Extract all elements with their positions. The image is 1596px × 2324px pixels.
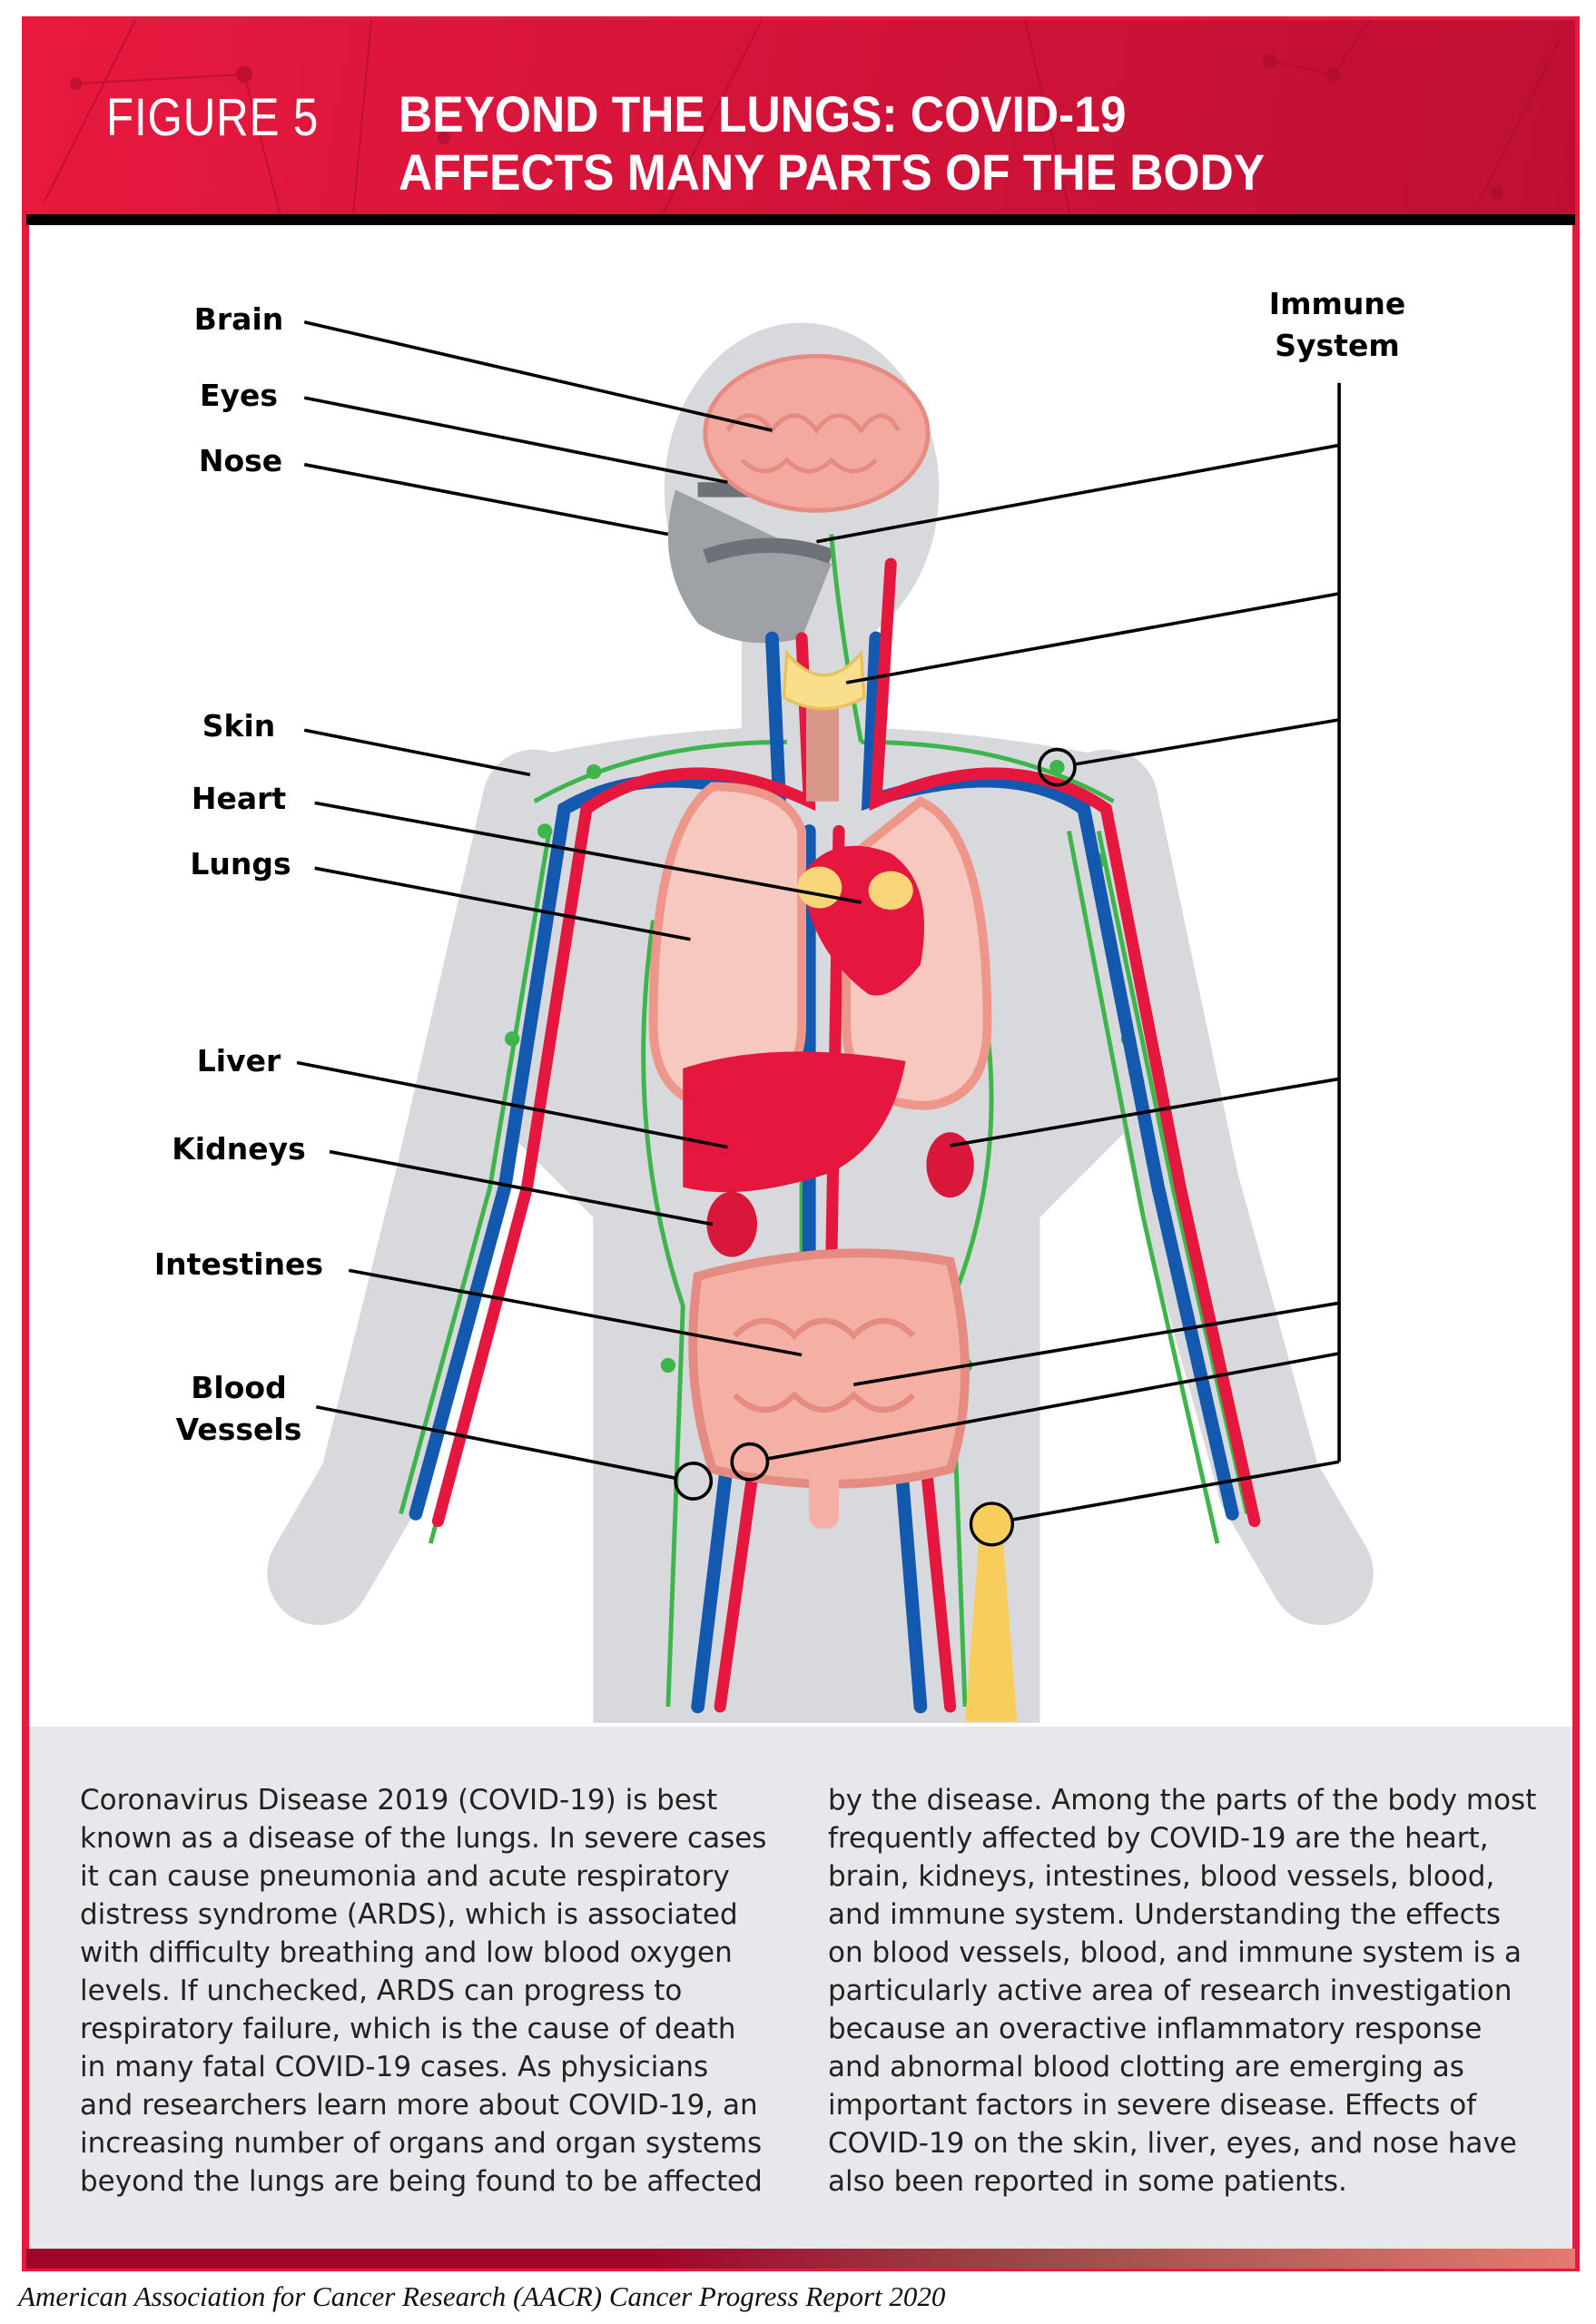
label-immune-system: Immune System [1269, 283, 1405, 367]
kidneys-line [329, 1149, 714, 1226]
header-divider [26, 214, 1575, 225]
bone-marrow-marker [969, 1502, 1014, 1547]
title-line-2: AFFECTS MANY PARTS OF THE BODY [399, 143, 1266, 201]
caption-line: and immune system. Understanding the eff… [828, 1898, 1502, 1931]
caption-line: important factors in severe disease. Eff… [828, 2089, 1477, 2122]
caption-line: COVID-19 on the skin, liver, eyes, and n… [828, 2127, 1517, 2160]
caption-line: increasing number of organs and organ sy… [80, 2127, 763, 2160]
liver-organ [683, 1051, 906, 1193]
intestines-line [348, 1268, 803, 1357]
right-kidney [926, 1132, 974, 1198]
caption-line: because an overactive inflammatory respo… [828, 2013, 1483, 2045]
blood-vessels-marker [674, 1462, 714, 1501]
eyes-line [303, 396, 728, 485]
caption-line: levels. If unchecked, ARDS can progress … [80, 1974, 683, 2007]
figure-title: BEYOND THE LUNGS: COVID-19 AFFECTS MANY … [399, 85, 1265, 202]
label-brain: Brain [193, 301, 284, 337]
heart-line [314, 801, 862, 904]
caption-line: it can cause pneumonia and acute respira… [80, 1860, 730, 1893]
caption-line: known as a disease of the lungs. In seve… [80, 1822, 767, 1855]
caption-line: on blood vessels, blood, and immune syst… [828, 1936, 1522, 1969]
label-skin: Skin [202, 708, 276, 743]
label-heart: Heart [191, 781, 287, 816]
skin-line [303, 728, 531, 777]
left-kidney [706, 1191, 758, 1257]
nose-line [303, 462, 669, 537]
label-lungs: Lungs [190, 846, 291, 881]
caption-line: in many fatal COVID-19 cases. As physici… [80, 2051, 709, 2083]
caption-column-left: Coronavirus Disease 2019 (COVID-19) is b… [80, 1781, 766, 2201]
label-kidneys: Kidneys [172, 1131, 306, 1167]
caption-column-right: by the disease. Among the parts of the b… [828, 1781, 1536, 2201]
caption-line: respiratory failure, which is the cause … [80, 2013, 736, 2045]
bottom-band [26, 2249, 1575, 2269]
caption-line: beyond the lungs are being found to be a… [80, 2165, 763, 2198]
femur-bone [964, 1528, 1018, 1722]
thyroid [782, 649, 866, 711]
brain-line [303, 320, 773, 432]
title-line-1: BEYOND THE LUNGS: COVID-19 [399, 85, 1127, 143]
leader-lines [296, 320, 1341, 1521]
figure-header: FIGURE 5 BEYOND THE LUNGS: COVID-19 AFFE… [26, 20, 1575, 215]
blood-vessels-line [315, 1404, 676, 1480]
label-intestines: Intestines [153, 1246, 324, 1282]
caption-line: and abnormal blood clotting are emerging… [828, 2051, 1464, 2083]
source-citation: American Association for Cancer Research… [18, 2280, 946, 2312]
label-immune-line1: Immune [1268, 286, 1406, 321]
caption-line: Coronavirus Disease 2019 (COVID-19) is b… [80, 1784, 718, 1817]
caption-line: by the disease. Among the parts of the b… [828, 1784, 1537, 1817]
caption-line: and researchers learn more about COVID-1… [80, 2089, 758, 2122]
liver-line [296, 1060, 728, 1149]
trachea [805, 697, 839, 802]
face-profile [667, 489, 832, 644]
caption-line: brain, kidneys, intestines, blood vessel… [828, 1860, 1495, 1893]
caption-line: also been reported in some patients. [828, 2165, 1347, 2198]
label-nose: Nose [198, 443, 283, 478]
caption-line: distress syndrome (ARDS), which is assoc… [80, 1898, 738, 1931]
caption-line: with difficulty breathing and low blood … [80, 1936, 733, 1969]
label-blood-vessels: Blood Vessels [176, 1367, 302, 1451]
caption-panel [29, 1727, 1572, 2249]
intestines-organ [688, 1248, 970, 1489]
label-liver: Liver [196, 1043, 281, 1078]
lymph-node-marker [1037, 747, 1077, 787]
label-immune-line2: System [1275, 328, 1400, 363]
label-blood-vessels-line1: Blood [191, 1370, 287, 1405]
label-blood-vessels-line2: Vessels [175, 1412, 302, 1447]
lungs-line [314, 866, 691, 941]
figure-number: FIGURE 5 [106, 88, 320, 147]
label-eyes: Eyes [199, 378, 279, 413]
caption-line: frequently affected by COVID-19 are the … [828, 1822, 1489, 1855]
lymph-node-marker-2 [730, 1442, 770, 1482]
network-pattern [44, 20, 1562, 215]
caption-line: particularly active area of research inv… [828, 1974, 1512, 2007]
